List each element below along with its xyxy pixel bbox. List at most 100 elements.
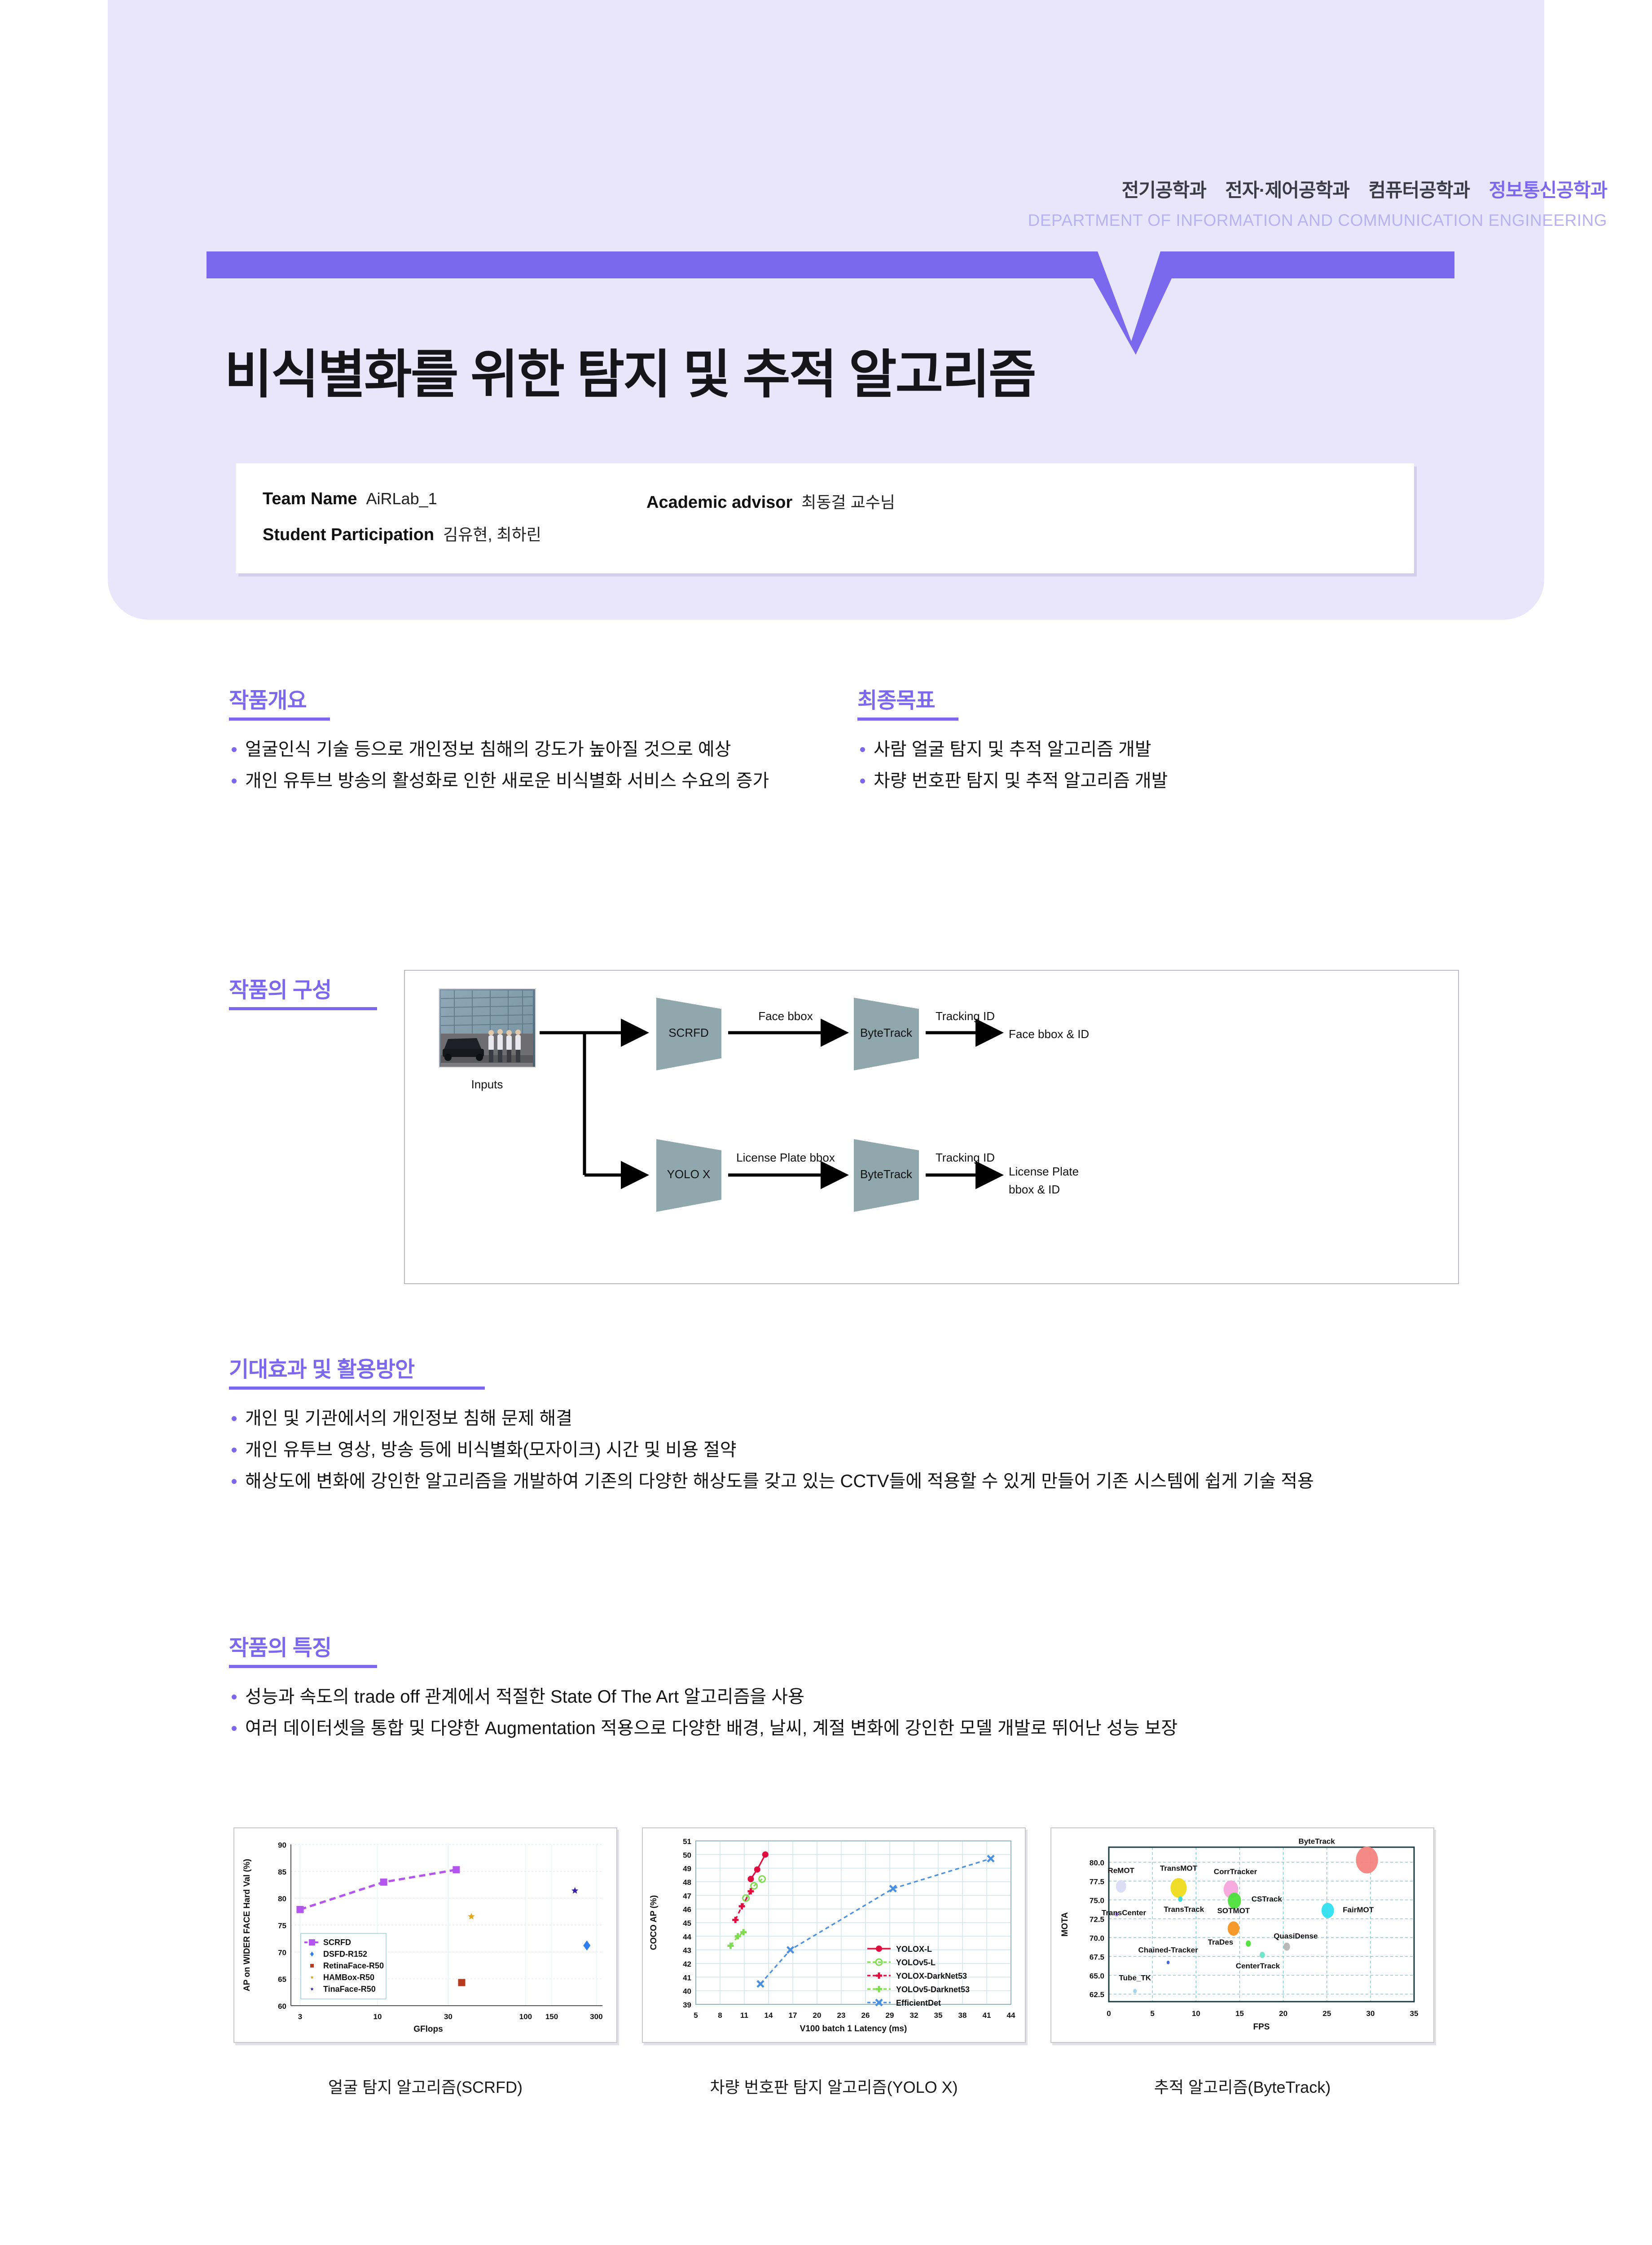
svg-text:Tube_TK: Tube_TK xyxy=(1119,1974,1151,1982)
team-name-value: AiRLab_1 xyxy=(366,489,437,508)
list-item: 개인 및 기관에서의 개인정보 침해 문제 해결 xyxy=(229,1405,1441,1431)
svg-text:CenterTrack: CenterTrack xyxy=(1236,1962,1280,1970)
list-item: 개인 유투브 영상, 방송 등에 비식별화(모자이크) 시간 및 비용 절약 xyxy=(229,1437,1441,1463)
svg-text:TransMOT: TransMOT xyxy=(1160,1864,1198,1873)
diagram-node-bytetrack-bottom xyxy=(854,1139,919,1212)
diagram-output-bottom-line2: bbox & ID xyxy=(1009,1183,1060,1196)
svg-text:100: 100 xyxy=(519,2012,532,2021)
svg-text:SOTMOT: SOTMOT xyxy=(1217,1906,1250,1915)
features-bullets: 성능과 속도의 trade off 관계에서 적절한 State Of The … xyxy=(229,1684,1441,1747)
svg-text:75: 75 xyxy=(278,1922,286,1930)
section-heading-goal: 최종목표 xyxy=(857,682,958,721)
chart-caption-3: 추적 알고리즘(ByteTrack) xyxy=(1154,2078,1331,2096)
advisor-label: Academic advisor xyxy=(646,493,793,512)
effects-bullets: 개인 및 기관에서의 개인정보 침해 문제 해결 개인 유투브 영상, 방송 등… xyxy=(229,1405,1441,1500)
svg-text:26: 26 xyxy=(861,2011,870,2020)
diagram-edge-face-bbox: Face bbox xyxy=(758,1009,813,1023)
list-item: 차량 번호판 탐지 및 추적 알고리즘 개발 xyxy=(857,768,1441,794)
chart-caption-2: 차량 번호판 탐지 알고리즘(YOLO X) xyxy=(710,2078,958,2096)
svg-text:44: 44 xyxy=(683,1932,691,1941)
svg-text:30: 30 xyxy=(1366,2009,1375,2018)
svg-text:25: 25 xyxy=(1322,2009,1331,2018)
svg-text:GFlops: GFlops xyxy=(413,2025,443,2034)
department-subtitle: DEPARTMENT OF INFORMATION AND COMMUNICAT… xyxy=(1028,211,1607,229)
svg-text:17: 17 xyxy=(789,2011,797,2020)
list-item: 해상도에 변화에 강인한 알고리즘을 개발하여 기존의 다양한 해상도를 갖고 … xyxy=(229,1468,1441,1494)
section-heading-effects: 기대효과 및 활용방안 xyxy=(229,1351,485,1390)
svg-text:32: 32 xyxy=(910,2011,918,2020)
page-title: 비식별화를 위한 탐지 및 추적 알고리즘 xyxy=(224,345,1037,404)
svg-text:70.0: 70.0 xyxy=(1090,1934,1104,1942)
department-2: 컴퓨터공학과 xyxy=(1368,180,1470,201)
svg-text:51: 51 xyxy=(683,1837,691,1846)
svg-text:45: 45 xyxy=(683,1919,691,1928)
diagram-node-bytetrack-top xyxy=(854,998,919,1070)
svg-text:ReMOT: ReMOT xyxy=(1107,1866,1134,1875)
svg-text:48: 48 xyxy=(683,1878,691,1887)
diagram-node-label-yolox: YOLO X xyxy=(667,1167,711,1181)
goal-underline xyxy=(857,718,958,721)
svg-text:HAMBox-R50: HAMBox-R50 xyxy=(323,1973,374,1982)
svg-text:0: 0 xyxy=(1107,2009,1111,2018)
svg-text:TraDes: TraDes xyxy=(1208,1938,1234,1946)
features-heading-text: 작품의 특징 xyxy=(229,1636,332,1660)
svg-text:43: 43 xyxy=(683,1946,691,1955)
svg-text:65.0: 65.0 xyxy=(1090,1972,1104,1980)
svg-text:38: 38 xyxy=(958,2011,967,2020)
composition-heading-text: 작품의 구성 xyxy=(229,978,332,1002)
svg-text:72.5: 72.5 xyxy=(1090,1915,1104,1924)
svg-text:77.5: 77.5 xyxy=(1090,1878,1104,1886)
svg-text:TransCenter: TransCenter xyxy=(1102,1908,1147,1917)
svg-text:30: 30 xyxy=(444,2012,453,2021)
svg-text:65: 65 xyxy=(278,1975,286,1984)
section-heading-composition: 작품의 구성 xyxy=(229,972,377,1010)
svg-text:TransTrack: TransTrack xyxy=(1164,1905,1204,1914)
svg-text:10: 10 xyxy=(1192,2009,1200,2018)
svg-text:5: 5 xyxy=(694,2011,698,2020)
svg-text:85: 85 xyxy=(278,1868,286,1876)
svg-text:20: 20 xyxy=(813,2011,822,2020)
diagram-output-bottom-line1: License Plate xyxy=(1009,1165,1079,1178)
diagram-input-label: Inputs xyxy=(471,1078,503,1091)
svg-text:15: 15 xyxy=(1235,2009,1244,2018)
svg-text:RetinaFace-R50: RetinaFace-R50 xyxy=(323,1961,384,1970)
svg-text:5: 5 xyxy=(1150,2009,1154,2018)
department-0: 전기공학과 xyxy=(1121,180,1207,201)
svg-text:YOLOv5-Darknet53: YOLOv5-Darknet53 xyxy=(896,1985,970,1994)
svg-text:75.0: 75.0 xyxy=(1090,1896,1104,1905)
composition-underline xyxy=(229,1007,377,1010)
overview-heading-text: 작품개요 xyxy=(229,689,307,713)
svg-text:3: 3 xyxy=(298,2012,302,2021)
svg-text:80: 80 xyxy=(278,1895,286,1903)
overview-underline xyxy=(229,718,330,721)
svg-text:29: 29 xyxy=(886,2011,894,2020)
svg-text:67.5: 67.5 xyxy=(1090,1953,1104,1961)
svg-text:20: 20 xyxy=(1279,2009,1287,2018)
svg-text:CSTrack: CSTrack xyxy=(1252,1895,1283,1903)
department-list: 전기공학과 전자·제어공학과 컴퓨터공학과 정보통신공학과 xyxy=(1105,175,1608,202)
overview-bullets: 얼굴인식 기술 등으로 개인정보 침해의 강도가 높아질 것으로 예상 개인 유… xyxy=(229,736,808,799)
svg-text:V100 batch 1 Latency (ms): V100 batch 1 Latency (ms) xyxy=(800,2024,907,2034)
svg-text:TinaFace-R50: TinaFace-R50 xyxy=(323,1985,376,1994)
svg-text:14: 14 xyxy=(764,2011,773,2020)
diagram-node-yolox xyxy=(656,1139,721,1212)
svg-text:35: 35 xyxy=(1410,2009,1419,2018)
list-item: 얼굴인식 기술 등으로 개인정보 침해의 강도가 높아질 것으로 예상 xyxy=(229,736,808,762)
diagram-edge-license-plate-bbox: License Plate bbox xyxy=(736,1151,835,1164)
svg-text:42: 42 xyxy=(683,1960,691,1968)
svg-text:SCRFD: SCRFD xyxy=(323,1938,351,1947)
list-item: 성능과 속도의 trade off 관계에서 적절한 State Of The … xyxy=(229,1684,1441,1710)
svg-text:YOLOX-DarkNet53: YOLOX-DarkNet53 xyxy=(896,1972,967,1981)
title-accent-bar xyxy=(206,251,1454,355)
section-heading-features: 작품의 특징 xyxy=(229,1630,377,1668)
svg-text:80.0: 80.0 xyxy=(1090,1859,1104,1867)
diagram-edge-tracking-id-bottom: Tracking ID xyxy=(936,1151,995,1164)
section-heading-overview: 작품개요 xyxy=(229,682,330,721)
